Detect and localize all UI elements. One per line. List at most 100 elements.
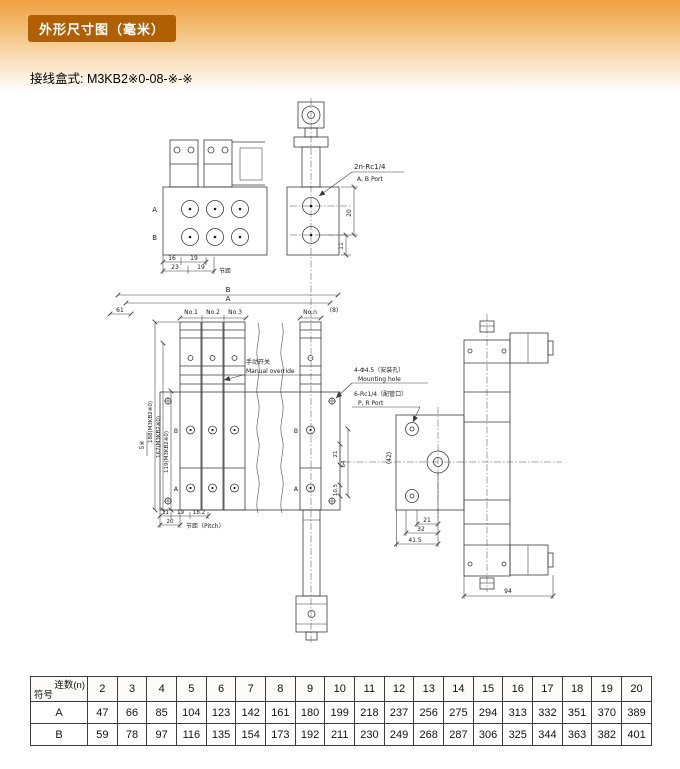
row-label-a: A <box>30 701 88 724</box>
dim-8: (8) <box>330 307 339 314</box>
col-header: 14 <box>443 676 474 702</box>
pr-port-en: P, R Port <box>358 400 384 407</box>
base-port-b1: B <box>174 428 178 435</box>
dim-side-64: 64 <box>341 460 347 467</box>
col-header: 4 <box>146 676 178 702</box>
col-header: 15 <box>472 676 504 702</box>
cell-b: 249 <box>383 723 415 746</box>
cell-a: 313 <box>502 701 534 724</box>
station-3: No.3 <box>228 309 242 316</box>
cell-b: 306 <box>472 723 504 746</box>
cell-a: 47 <box>87 701 118 724</box>
page-title: 外形尺寸图（毫米） <box>28 15 177 42</box>
cell-a: 294 <box>472 701 504 724</box>
cell-a: 180 <box>294 701 326 724</box>
dim-19b: 19 <box>197 264 205 271</box>
dim-bot-20: 20 <box>167 519 174 525</box>
dim-11: 11 <box>338 242 345 250</box>
row-b-label: B <box>152 234 157 242</box>
dimension-drawing: A B 20 11 <box>0 92 680 658</box>
base-port-b2: B <box>294 428 298 435</box>
cell-b: 154 <box>235 723 267 746</box>
dim-side-21: 21 <box>333 451 339 458</box>
corner-label-n: 连数(n) <box>54 680 85 691</box>
dim-61: 61 <box>116 307 124 314</box>
dim-sv-32: 32 <box>417 526 425 533</box>
cell-b: 173 <box>265 723 296 746</box>
cell-b: 382 <box>591 723 623 746</box>
col-header: 11 <box>354 676 385 702</box>
cell-a: 389 <box>621 701 652 724</box>
side-notes: 4-Φ4.5（安装孔） Mounting hole 6-Rc1/4（配管口） P… <box>335 366 428 423</box>
base-port-a2: A <box>294 486 299 493</box>
dim-5: 5※ <box>139 441 146 450</box>
plan-dimensions: 20 11 2n-Rc1/4 A, B Port 16 19 23 19 节距 <box>160 163 404 275</box>
pitch-bottom-label: 节距（Pitch） <box>186 522 225 530</box>
col-header: 10 <box>324 676 356 702</box>
port-note: 2n-Rc1/4 <box>354 163 386 171</box>
dim-bot-19: 19 <box>177 510 184 516</box>
col-header: 13 <box>413 676 445 702</box>
dim-94: 94 <box>504 588 512 595</box>
cell-b: 287 <box>443 723 474 746</box>
station-n: No.n <box>303 309 317 316</box>
col-header: 5 <box>176 676 207 702</box>
cell-a: 142 <box>235 701 267 724</box>
front-view: B A B A <box>159 321 341 514</box>
cell-b: 325 <box>502 723 534 746</box>
base-side-view: (42) 21 32 41.5 <box>386 414 465 547</box>
cell-b: 363 <box>561 723 593 746</box>
height-dimensions: 5※ 188(M3KB2※0) 167(M3KB2※0) 119(M3KB2※0… <box>139 319 180 513</box>
pitch-top-label: 节距 <box>219 267 231 275</box>
cell-a: 199 <box>324 701 356 724</box>
col-header: 19 <box>591 676 623 702</box>
col-header: 6 <box>205 676 237 702</box>
corner-label-symbol: 符号 <box>34 690 54 701</box>
plan-view: A B <box>152 139 340 256</box>
cell-a: 332 <box>532 701 563 724</box>
col-header: 3 <box>116 676 148 702</box>
col-header: 2 <box>87 676 118 702</box>
col-header: 12 <box>383 676 415 702</box>
drawing-svg: A B 20 11 <box>107 98 562 644</box>
dim-side-105: 10.5 <box>333 483 339 496</box>
front-dimensions: B A 61 (8) No.1 No.2 No.3 No.n <box>107 286 341 321</box>
col-header: 8 <box>265 676 296 702</box>
pr-port-cn: 6-Rc1/4（配管口） <box>354 390 407 398</box>
cell-b: 401 <box>621 723 652 746</box>
dim-bot-11: 11 <box>162 510 169 516</box>
cell-b: 135 <box>205 723 237 746</box>
dim-A: A <box>226 295 231 303</box>
row-label-b: B <box>30 723 88 746</box>
table-row-a: A 47 66 85 104 123 142 161 180 199 218 2… <box>30 701 652 724</box>
manual-override-note: 手动开关 Manual override <box>223 358 302 382</box>
cell-b: 59 <box>87 723 118 746</box>
dim-42: (42) <box>386 452 393 464</box>
cell-b: 211 <box>324 723 356 746</box>
dim-19a: 19 <box>190 255 198 262</box>
row-a-label: A <box>152 206 157 214</box>
table-header-row: 连数(n) 符号 2 3 4 5 6 7 8 9 10 11 12 13 14 <box>30 676 652 702</box>
dim-sv-21: 21 <box>423 517 431 524</box>
port-note-sub: A, B Port <box>357 176 383 183</box>
dim-B: B <box>226 286 231 294</box>
station-2: No.2 <box>206 309 220 316</box>
col-header: 20 <box>621 676 652 702</box>
col-header: 17 <box>532 676 563 702</box>
col-header: 18 <box>561 676 593 702</box>
base-port-a1: A <box>174 486 179 493</box>
pilot-end-view <box>293 101 329 188</box>
cell-a: 123 <box>205 701 237 724</box>
cell-b: 268 <box>413 723 445 746</box>
spec-table: 连数(n) 符号 2 3 4 5 6 7 8 9 10 11 12 13 14 <box>30 676 652 746</box>
dim-188: 188(M3KB2※0) <box>148 401 154 443</box>
col-header: 16 <box>502 676 534 702</box>
cell-a: 351 <box>561 701 593 724</box>
cell-a: 237 <box>383 701 415 724</box>
table-corner-cell: 连数(n) 符号 <box>30 676 88 702</box>
cell-b: 116 <box>176 723 207 746</box>
station-n-solenoid <box>295 509 328 641</box>
dim-16: 16 <box>168 255 176 262</box>
dim-23: 23 <box>171 264 179 271</box>
